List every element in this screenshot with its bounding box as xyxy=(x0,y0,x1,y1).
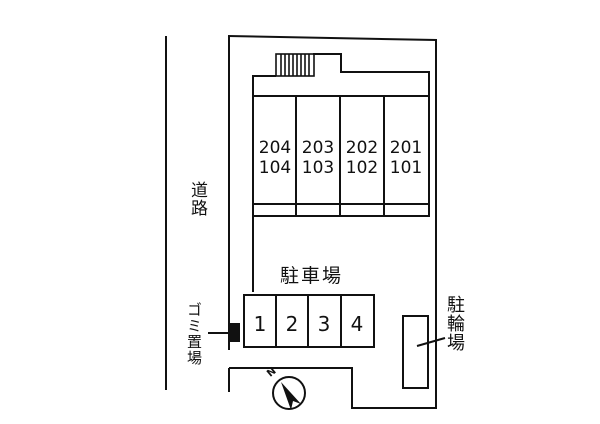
garbage-label: ゴミ置場 xyxy=(185,302,203,366)
stairs-icon xyxy=(275,53,315,77)
parking-slot-3: 3 xyxy=(317,312,331,336)
unit-lower-number: 103 xyxy=(301,158,335,178)
compass-icon xyxy=(272,376,306,410)
property-outline xyxy=(227,35,437,409)
bicycle-parking-label: 駐輪場 xyxy=(444,295,465,352)
parking-slot-2: 2 xyxy=(285,312,299,336)
unit-upper-number: 201 xyxy=(389,138,423,158)
unit-lower-number: 104 xyxy=(258,158,292,178)
unit-204-104: 204 104 xyxy=(254,138,296,178)
bicycle-parking-area xyxy=(402,315,429,389)
unit-upper-number: 203 xyxy=(301,138,335,158)
building-outline xyxy=(253,53,430,217)
road-label: 道路 xyxy=(187,181,207,217)
unit-upper-number: 204 xyxy=(258,138,292,158)
unit-lower-number: 101 xyxy=(389,158,423,178)
unit-201-101: 201 101 xyxy=(385,138,427,178)
unit-203-103: 203 103 xyxy=(297,138,339,178)
garbage-box xyxy=(229,323,240,342)
unit-lower-number: 102 xyxy=(345,158,379,178)
parking-slot-4: 4 xyxy=(350,312,364,336)
parking-slot-1: 1 xyxy=(253,312,267,336)
unit-upper-number: 202 xyxy=(345,138,379,158)
parking-label: 駐車場 xyxy=(280,265,344,287)
unit-202-102: 202 102 xyxy=(341,138,383,178)
north-arrow-icon xyxy=(281,382,301,410)
